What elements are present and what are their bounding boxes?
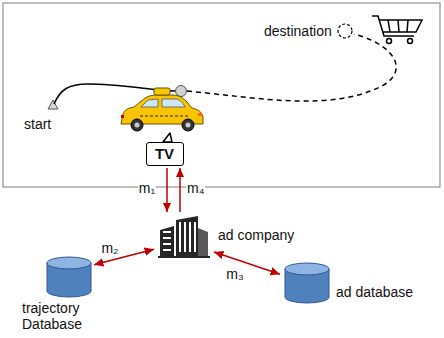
cart-icon [372,16,422,44]
node-label: ad database [336,284,413,300]
node-label: trajectory Database [22,300,96,332]
box-label: TV [155,145,174,162]
ad-database: ad database [284,262,330,304]
destination-marker [338,24,352,38]
message-arrow [166,168,168,212]
database-icon [284,262,330,304]
start-marker [48,100,58,109]
message-label: m₂ [100,241,119,256]
message-label: m₃ [225,267,244,282]
building-icon [158,214,210,258]
trajectory-database: trajectory Database [46,256,92,298]
ad-company: ad company [158,214,210,258]
speech-tail [163,133,172,142]
destination-label: destination [264,23,332,39]
tv-box: TV [146,142,184,166]
map-frame [3,3,440,187]
message-label: m₄ [186,181,205,196]
node-label: ad company [218,227,294,243]
start-label: start [24,116,51,132]
message-arrow [214,252,280,274]
current-position [176,86,187,97]
message-label: m₁ [138,181,156,196]
taxi-icon [121,88,203,131]
database-icon [46,256,92,298]
message-arrow [179,168,181,212]
planned-path [187,34,396,101]
